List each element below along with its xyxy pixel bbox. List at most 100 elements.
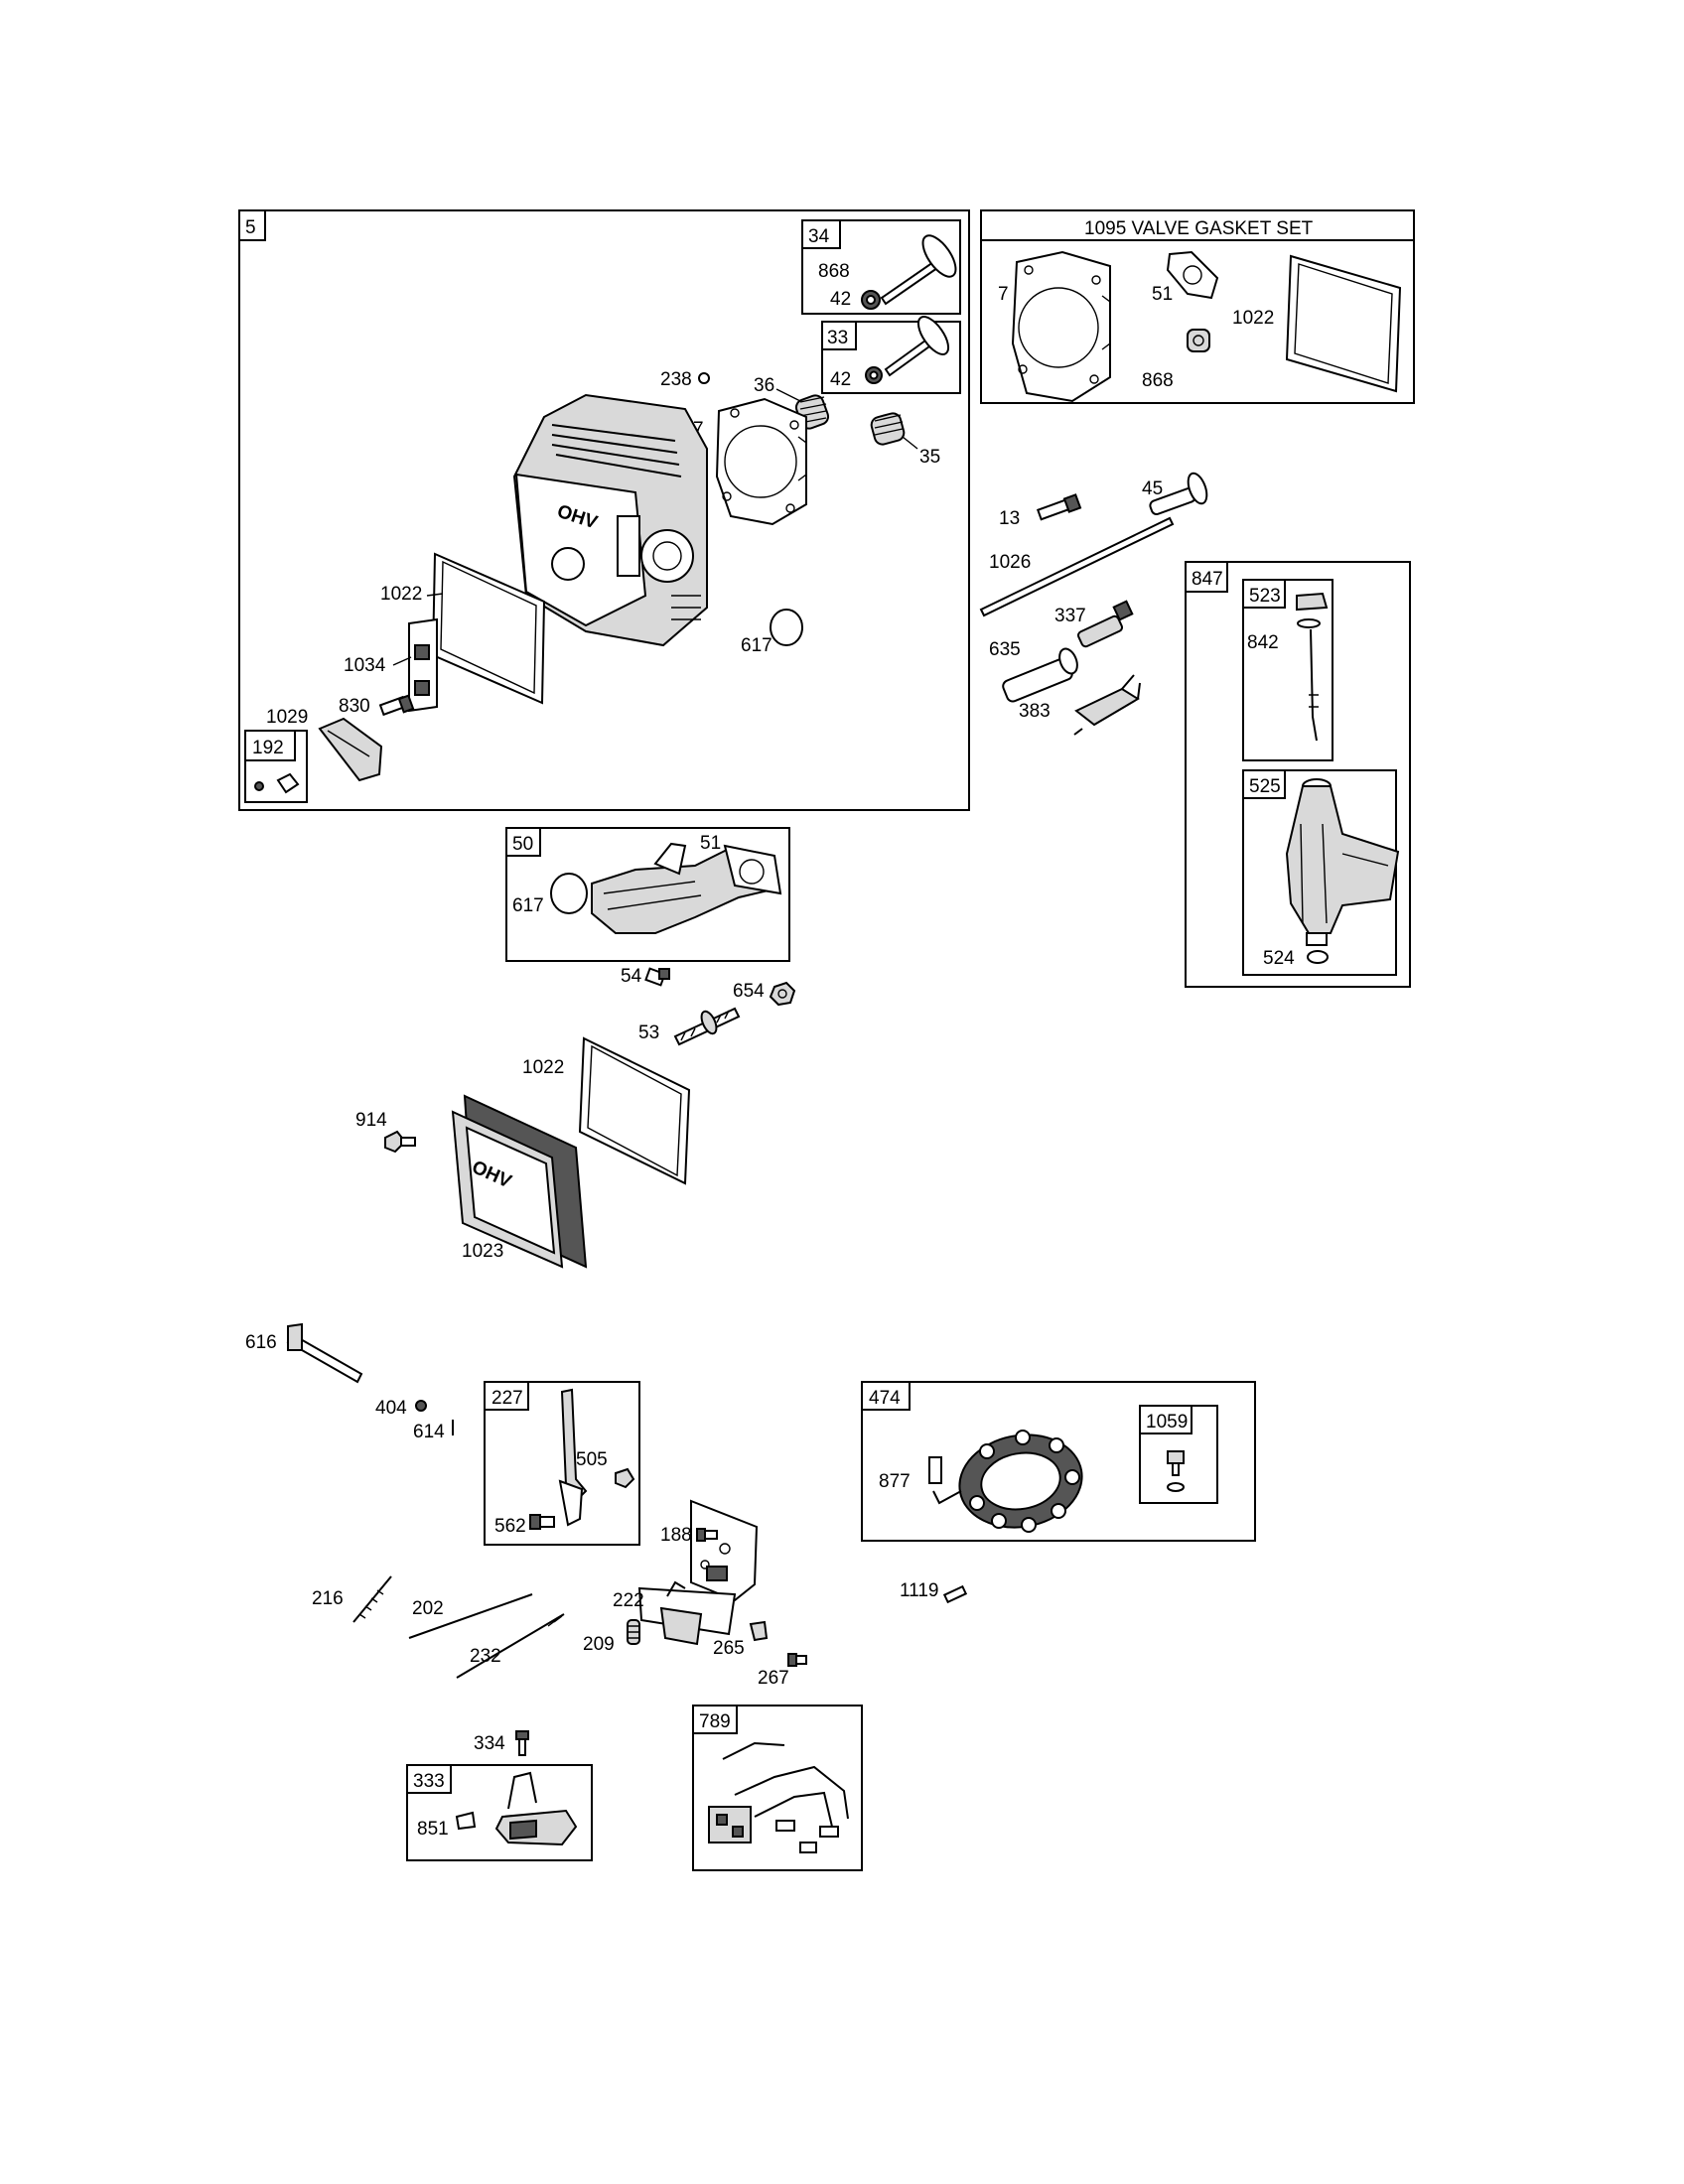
seal-524 <box>1307 950 1329 964</box>
callout-45: 45 <box>1142 478 1163 499</box>
link-232 <box>456 1613 565 1679</box>
callout-1022: 1022 <box>1232 308 1274 329</box>
callout-1022: 1022 <box>522 1057 564 1078</box>
callout-265: 265 <box>713 1638 745 1659</box>
callout-616: 616 <box>245 1332 277 1353</box>
stator-coil <box>958 1430 1083 1533</box>
cylinder-head-body: OHV <box>512 393 708 647</box>
gasket-1022 <box>1285 254 1402 393</box>
callout-505: 505 <box>576 1449 608 1470</box>
box-5-cylinder-head: 5 34 868 42 33 42 238 <box>238 209 970 811</box>
pushrod-1026 <box>979 516 1175 617</box>
retainer-238 <box>698 372 710 384</box>
callout-617: 617 <box>741 635 772 656</box>
nut-505 <box>615 1467 635 1489</box>
callout-334: 334 <box>474 1733 505 1754</box>
spring-209 <box>627 1619 640 1645</box>
valve-head <box>921 234 957 278</box>
box-50-intake-manifold: 50 617 51 <box>505 827 790 962</box>
spark-plug-337 <box>1076 600 1134 648</box>
o-ring <box>1297 618 1321 628</box>
box-tag-227: 227 <box>491 1388 523 1409</box>
box-227-governor-lever: 227 505 562 <box>484 1381 640 1546</box>
seal-868 <box>1187 329 1210 352</box>
callout-42: 42 <box>830 289 851 310</box>
box-tag-333: 333 <box>413 1771 445 1792</box>
callout-851: 851 <box>417 1819 449 1840</box>
callout-383: 383 <box>1019 701 1051 722</box>
bolt-830 <box>378 694 415 717</box>
valve-stem <box>880 260 939 306</box>
callout-562: 562 <box>494 1516 526 1537</box>
head-gasket-7 <box>715 397 807 526</box>
washer <box>1167 1482 1185 1492</box>
callout-51: 51 <box>700 833 721 854</box>
link-202 <box>408 1593 533 1639</box>
callout-654: 654 <box>733 981 765 1002</box>
clip-265 <box>749 1620 769 1642</box>
box-tag-5: 5 <box>245 217 256 238</box>
clip-851 <box>455 1811 477 1831</box>
callout-524: 524 <box>1263 948 1295 969</box>
seal-ring-617 <box>770 609 803 646</box>
head-gasket-7 <box>1011 250 1111 403</box>
callout-617: 617 <box>512 895 544 916</box>
loose-parts-pushrods: 13 45 1026 337 635 383 <box>979 472 1208 736</box>
callout-216: 216 <box>312 1588 344 1609</box>
callout-1034: 1034 <box>344 655 386 676</box>
callout-13: 13 <box>999 508 1020 529</box>
washer-404 <box>415 1400 427 1412</box>
box-tag-34: 34 <box>808 226 830 247</box>
spring-216 <box>352 1575 392 1623</box>
manifold-body <box>591 842 782 934</box>
valve-spring-35 <box>870 412 906 446</box>
callout-238: 238 <box>660 369 692 390</box>
callout-232: 232 <box>470 1646 501 1667</box>
box-192: 192 <box>244 730 308 803</box>
callout-404: 404 <box>375 1398 407 1419</box>
callout-868: 868 <box>1142 370 1174 391</box>
box-tag-525: 525 <box>1249 776 1281 797</box>
box-tag-192: 192 <box>252 738 284 758</box>
box-33-exhaust-valve: 33 42 <box>821 316 961 394</box>
box-tag-50: 50 <box>512 834 533 855</box>
callout-868: 868 <box>818 261 850 282</box>
seal-ring-617 <box>550 873 588 914</box>
bolt-914 <box>384 1130 416 1154</box>
callout-914: 914 <box>355 1110 387 1131</box>
valve-cover-gasket-1022 <box>431 552 546 705</box>
stud-13 <box>1036 493 1082 521</box>
callout-35: 35 <box>919 447 940 468</box>
callout-1029: 1029 <box>266 707 308 728</box>
box-tag-1059: 1059 <box>1146 1412 1188 1433</box>
box-1095-valve-gasket-set: 1095 VALVE GASKET SET 7 51 1022 868 <box>980 209 1415 404</box>
washer <box>254 781 264 791</box>
box-34-intake-valve: 34 868 42 <box>801 219 961 315</box>
screw <box>1167 1450 1185 1464</box>
box-523-dipstick: 523 842 <box>1242 579 1333 761</box>
callout-42: 42 <box>830 369 851 390</box>
callout-53: 53 <box>638 1023 659 1043</box>
valve-stem <box>884 339 931 377</box>
nut-654 <box>769 981 796 1007</box>
fitting <box>276 772 300 794</box>
callout-267: 267 <box>758 1668 789 1689</box>
box-847-dipstick-assembly: 847 523 842 525 524 <box>1185 561 1411 988</box>
screw-54 <box>644 967 670 987</box>
tube-635 <box>1002 647 1078 703</box>
callout-1026: 1026 <box>989 552 1031 573</box>
box-tag-523: 523 <box>1249 586 1281 607</box>
box-525-oil-fill-tube: 525 524 <box>1242 769 1400 976</box>
callout-188: 188 <box>660 1525 692 1546</box>
callout-51: 51 <box>1152 284 1173 305</box>
plug-lead <box>507 1771 537 1810</box>
plug-wire-boot-383 <box>1073 674 1141 736</box>
callout-1022: 1022 <box>380 584 422 605</box>
callout-337: 337 <box>1054 606 1086 626</box>
screw-267 <box>787 1653 807 1667</box>
screw-188 <box>696 1528 718 1542</box>
box-333-ignition-armature: 333 851 <box>406 1764 593 1861</box>
box-789-wiring-harness: 789 <box>692 1705 863 1871</box>
